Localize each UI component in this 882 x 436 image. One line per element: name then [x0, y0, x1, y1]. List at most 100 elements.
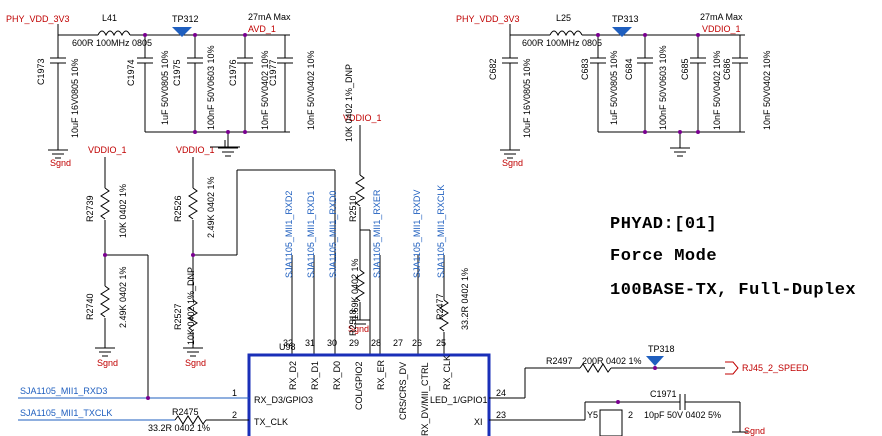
c1973-value: 10uF 16V0805 10% — [70, 58, 80, 138]
r2510-ref: R2510 — [348, 195, 358, 222]
r2518-value: 1.69K 0402 1% — [350, 258, 360, 320]
net-rxclk: SJA1105_MII1_RXCLK — [436, 185, 446, 278]
pin-31-num: 31 — [305, 338, 315, 348]
r2740-value: 2.49K 0402 1% — [118, 266, 128, 328]
c686-value: 10nF 50V0402 10% — [762, 50, 772, 130]
right-signals: TP318 R2497 200R 0402 1% RJ45_2_SPEED C1… — [489, 344, 809, 436]
pin-27-name: CRS/CRS_DV — [398, 362, 408, 420]
c682-value: 10uF 16V0805 10% — [522, 58, 532, 138]
c682-ref: C682 — [488, 58, 498, 80]
l41-value: 600R 100MHz 0805 — [72, 38, 152, 48]
mii-vertical-nets: SJA1105_MII1_RXD2 SJA1105_MII1_RXD1 SJA1… — [284, 185, 470, 355]
pin-28-name: RX_ER — [376, 359, 386, 390]
note-force-mode: Force Mode — [610, 247, 717, 266]
pin-26-name: RX_DV/MII_CTRL — [420, 362, 430, 436]
net-phy-vdd-right: PHY_VDD_3V3 — [456, 14, 520, 24]
r2518-ref: R2518 — [348, 309, 358, 336]
gnd-r2518: Sgnd — [348, 324, 369, 334]
pin-28-num: 28 — [371, 338, 381, 348]
left-power-filter: PHY_VDD_3V3 L41 600R 100MHz 0805 TP312 2… — [6, 12, 316, 168]
gnd-c1971: Sgnd — [744, 426, 765, 436]
net-vddio-a: VDDIO_1 — [88, 145, 127, 155]
r2740-ref: R2740 — [85, 293, 95, 320]
net-rxdv: SJA1105_MII1_RXDV — [412, 190, 422, 278]
c685-ref: C685 — [680, 58, 690, 80]
phy-config-notes: PHYAD:[01] Force Mode 100BASE-TX, Full-D… — [610, 215, 856, 300]
pin-31-name: RX_D1 — [310, 361, 320, 390]
c684-value: 100nF 50V0603 10% — [658, 45, 668, 130]
pin-32-name: RX_D2 — [288, 361, 298, 390]
pin-30-name: RX_D0 — [332, 361, 342, 390]
net-phy-vdd-left: PHY_VDD_3V3 — [6, 14, 70, 24]
note-phyad: PHYAD:[01] — [610, 215, 717, 234]
net-rxer: SJA1105_MII1_RXER — [372, 189, 382, 278]
l41-ref: L41 — [102, 13, 117, 23]
c1971-value: 10pF 50V 0402 5% — [644, 410, 721, 420]
c1974-ref: C1974 — [126, 59, 136, 86]
l25-ref: L25 — [556, 13, 571, 23]
c1976-ref: C1976 — [228, 59, 238, 86]
note-speed-duplex: 100BASE-TX, Full-Duplex — [610, 281, 856, 300]
y5-ref: Y5 — [587, 410, 598, 420]
pin-25-name: RX_CLK — [442, 355, 452, 390]
pin-25-num: 25 — [436, 338, 446, 348]
net-mii-txclk: SJA1105_MII1_TXCLK — [20, 408, 112, 418]
net-rxd0: SJA1105_MII1_RXD0 — [328, 191, 338, 278]
net-mii-rxd3: SJA1105_MII1_RXD3 — [20, 386, 107, 396]
rj45-offpage-connector — [725, 361, 739, 375]
r2526-value: 2.49K 0402 1% — [206, 176, 216, 238]
pin-30-num: 30 — [327, 338, 337, 348]
c1971-ref: C1971 — [650, 389, 677, 399]
pin-29-num: 29 — [349, 338, 359, 348]
y5-pin: 2 — [628, 410, 633, 420]
pin-24-name: LED_1/GPIO1 — [430, 395, 488, 405]
max-current-left: 27mA Max — [248, 12, 291, 22]
c683-value: 1uF 50V0805 10% — [609, 50, 619, 125]
tp312-label: TP312 — [172, 14, 199, 24]
gnd-c1973: Sgnd — [50, 158, 71, 168]
net-rj45-speed: RJ45_2_SPEED — [742, 363, 809, 373]
net-rxd2: SJA1105_MII1_RXD2 — [284, 191, 294, 278]
chip-u98: U98 32 31 30 29 28 27 26 25 RX_D2 RX_D1 … — [232, 338, 506, 436]
c1974-value: 1uF 50V0805 10% — [160, 50, 170, 125]
pin-1-name: RX_D3/GPIO3 — [254, 395, 313, 405]
net-vddio-c: VDDIO_1 — [343, 113, 382, 123]
r2739-ref: R2739 — [85, 195, 95, 222]
inductor-l41-symbol — [97, 30, 131, 37]
r2477-value: 33.2R 0402 1% — [460, 268, 470, 330]
r2527-ref: R2527 — [173, 303, 183, 330]
r2477-ref: R2477 — [435, 293, 445, 320]
pin-32-num: 32 — [283, 338, 293, 348]
c1973-ref: C1973 — [36, 58, 46, 85]
gnd-r2527: Sgnd — [185, 358, 206, 368]
pin-23-name: XI — [474, 417, 483, 427]
chip-body — [247, 353, 491, 436]
c1977-value: 10nF 50V0402 10% — [306, 50, 316, 130]
strap-divider-a: VDDIO_1 Sgnd R2739 10K 0402 1% R2740 2.4… — [85, 145, 149, 398]
tp318-label: TP318 — [648, 344, 675, 354]
gnd-r2740: Sgnd — [97, 358, 118, 368]
r2739-value: 10K 0402 1% — [118, 184, 128, 238]
c685-value: 10nF 50V0402 10% — [712, 50, 722, 130]
crystal-y5 — [599, 409, 623, 436]
chip-ref: U98 — [279, 342, 296, 352]
pin-2-num: 2 — [232, 410, 237, 420]
pin-24-num: 24 — [496, 388, 506, 398]
c1975-ref: C1975 — [172, 59, 182, 86]
c683-ref: C683 — [580, 58, 590, 80]
c1975-value: 100nF 50V0603 10% — [206, 45, 216, 130]
c686-ref: C686 — [722, 58, 732, 80]
l25-value: 600R 100MHz 0805 — [522, 38, 602, 48]
net-rxd1: SJA1105_MII1_RXD1 — [306, 191, 316, 278]
pin-1-num: 1 — [232, 388, 237, 398]
tp313-marker — [612, 27, 632, 37]
pin-2-name: TX_CLK — [254, 417, 288, 427]
strap-divider-c: VDDIO_1 Sgnd 10K 0402 1%_DNP R2510 1.69K… — [343, 64, 382, 355]
right-power-filter: PHY_VDD_3V3 L25 600R 100MHz 0805 TP313 2… — [456, 12, 772, 168]
net-avd: AVD_1 — [248, 24, 276, 34]
r2526-ref: R2526 — [173, 195, 183, 222]
c684-ref: C684 — [624, 58, 634, 80]
strap-divider-b: VDDIO_1 Sgnd R2526 2.49K 0402 1% R2527 1… — [173, 140, 336, 368]
